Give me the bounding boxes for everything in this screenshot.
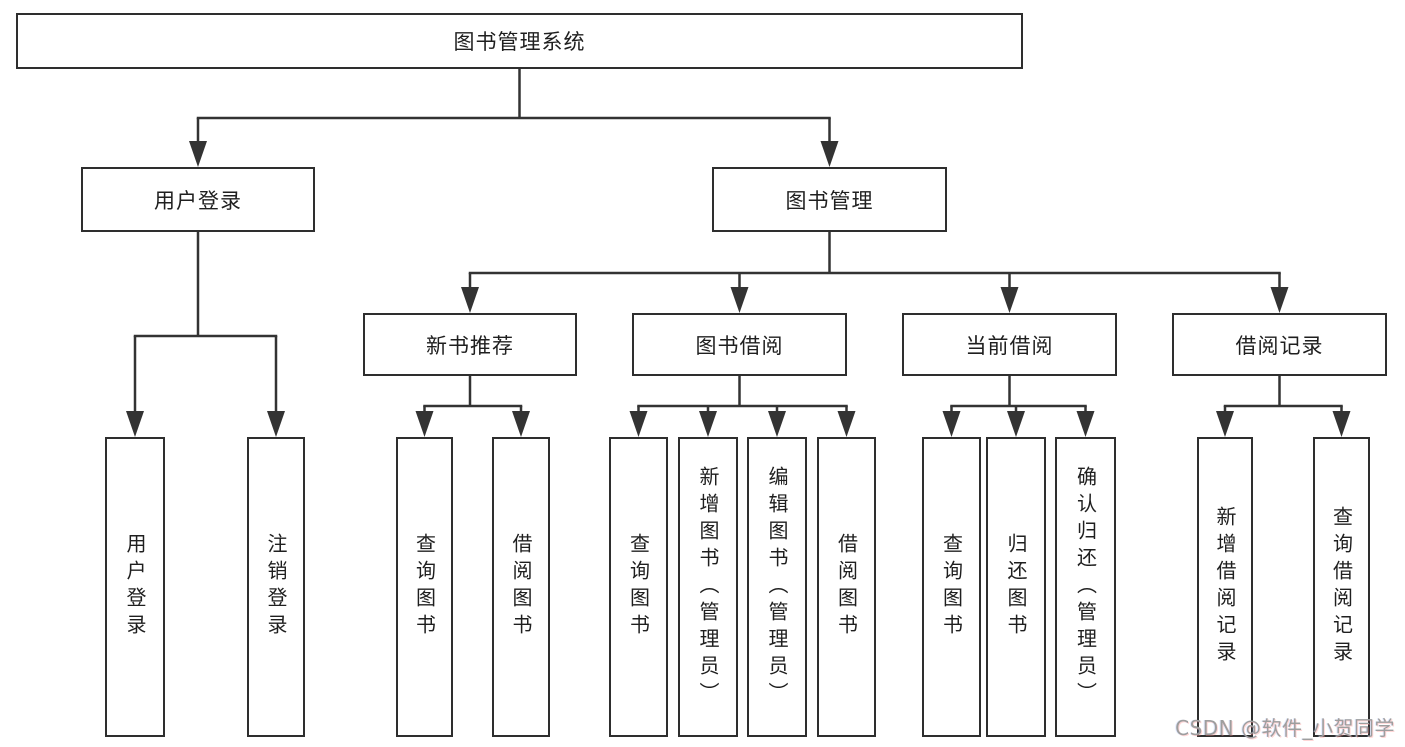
node-user-login: 用户登录 <box>81 167 315 232</box>
leaf-recommend-borrow-books-label: 借阅图书 <box>509 533 533 641</box>
node-book-management-label: 图书管理 <box>785 188 874 213</box>
leaf-return-books: 归还图书 <box>986 437 1046 737</box>
leaf-add-books-admin-label: 新增图书（管理员） <box>696 465 720 709</box>
node-book-borrow: 图书借阅 <box>632 313 847 376</box>
leaf-borrow-query-books-label: 查询图书 <box>626 533 651 641</box>
leaf-user-login-label: 用户登录 <box>123 533 147 641</box>
leaf-logout-login: 注销登录 <box>247 437 305 737</box>
node-root: 图书管理系统 <box>16 13 1023 69</box>
leaf-add-borrow-record-label: 新增借阅记录 <box>1213 506 1237 668</box>
leaf-borrow-books: 借阅图书 <box>817 437 876 737</box>
leaf-recommend-query-books-label: 查询图书 <box>412 533 437 641</box>
leaf-borrow-query-books: 查询图书 <box>609 437 668 737</box>
leaf-query-borrow-record: 查询借阅记录 <box>1313 437 1370 737</box>
leaf-edit-books-admin: 编辑图书（管理员） <box>747 437 807 737</box>
csdn-watermark: CSDN @软件_小贺同学 <box>1175 716 1395 740</box>
node-new-book-recommend-label: 新书推荐 <box>426 333 514 358</box>
node-current-borrow-label: 当前借阅 <box>965 333 1054 358</box>
leaf-query-borrow-record-label: 查询借阅记录 <box>1329 506 1354 668</box>
leaf-current-query-books: 查询图书 <box>922 437 981 737</box>
leaf-confirm-return-admin-label: 确认归还（管理员） <box>1073 465 1098 709</box>
leaf-user-login: 用户登录 <box>105 437 165 737</box>
leaf-borrow-books-label: 借阅图书 <box>834 533 859 641</box>
node-user-login-label: 用户登录 <box>154 188 242 213</box>
leaf-recommend-query-books: 查询图书 <box>396 437 453 737</box>
node-current-borrow: 当前借阅 <box>902 313 1117 376</box>
leaf-recommend-borrow-books: 借阅图书 <box>492 437 550 737</box>
leaf-logout-login-label: 注销登录 <box>264 533 288 641</box>
node-new-book-recommend: 新书推荐 <box>363 313 577 376</box>
leaf-current-query-books-label: 查询图书 <box>939 533 964 641</box>
leaf-add-borrow-record: 新增借阅记录 <box>1197 437 1253 737</box>
leaf-edit-books-admin-label: 编辑图书（管理员） <box>765 465 789 709</box>
node-root-label: 图书管理系统 <box>453 30 586 54</box>
node-borrow-records-label: 借阅记录 <box>1235 333 1324 358</box>
leaf-return-books-label: 归还图书 <box>1004 533 1028 641</box>
leaf-add-books-admin: 新增图书（管理员） <box>678 437 738 737</box>
node-book-management: 图书管理 <box>712 167 947 232</box>
node-book-borrow-label: 图书借阅 <box>695 333 784 358</box>
node-borrow-records: 借阅记录 <box>1172 313 1387 376</box>
leaf-confirm-return-admin: 确认归还（管理员） <box>1055 437 1116 737</box>
